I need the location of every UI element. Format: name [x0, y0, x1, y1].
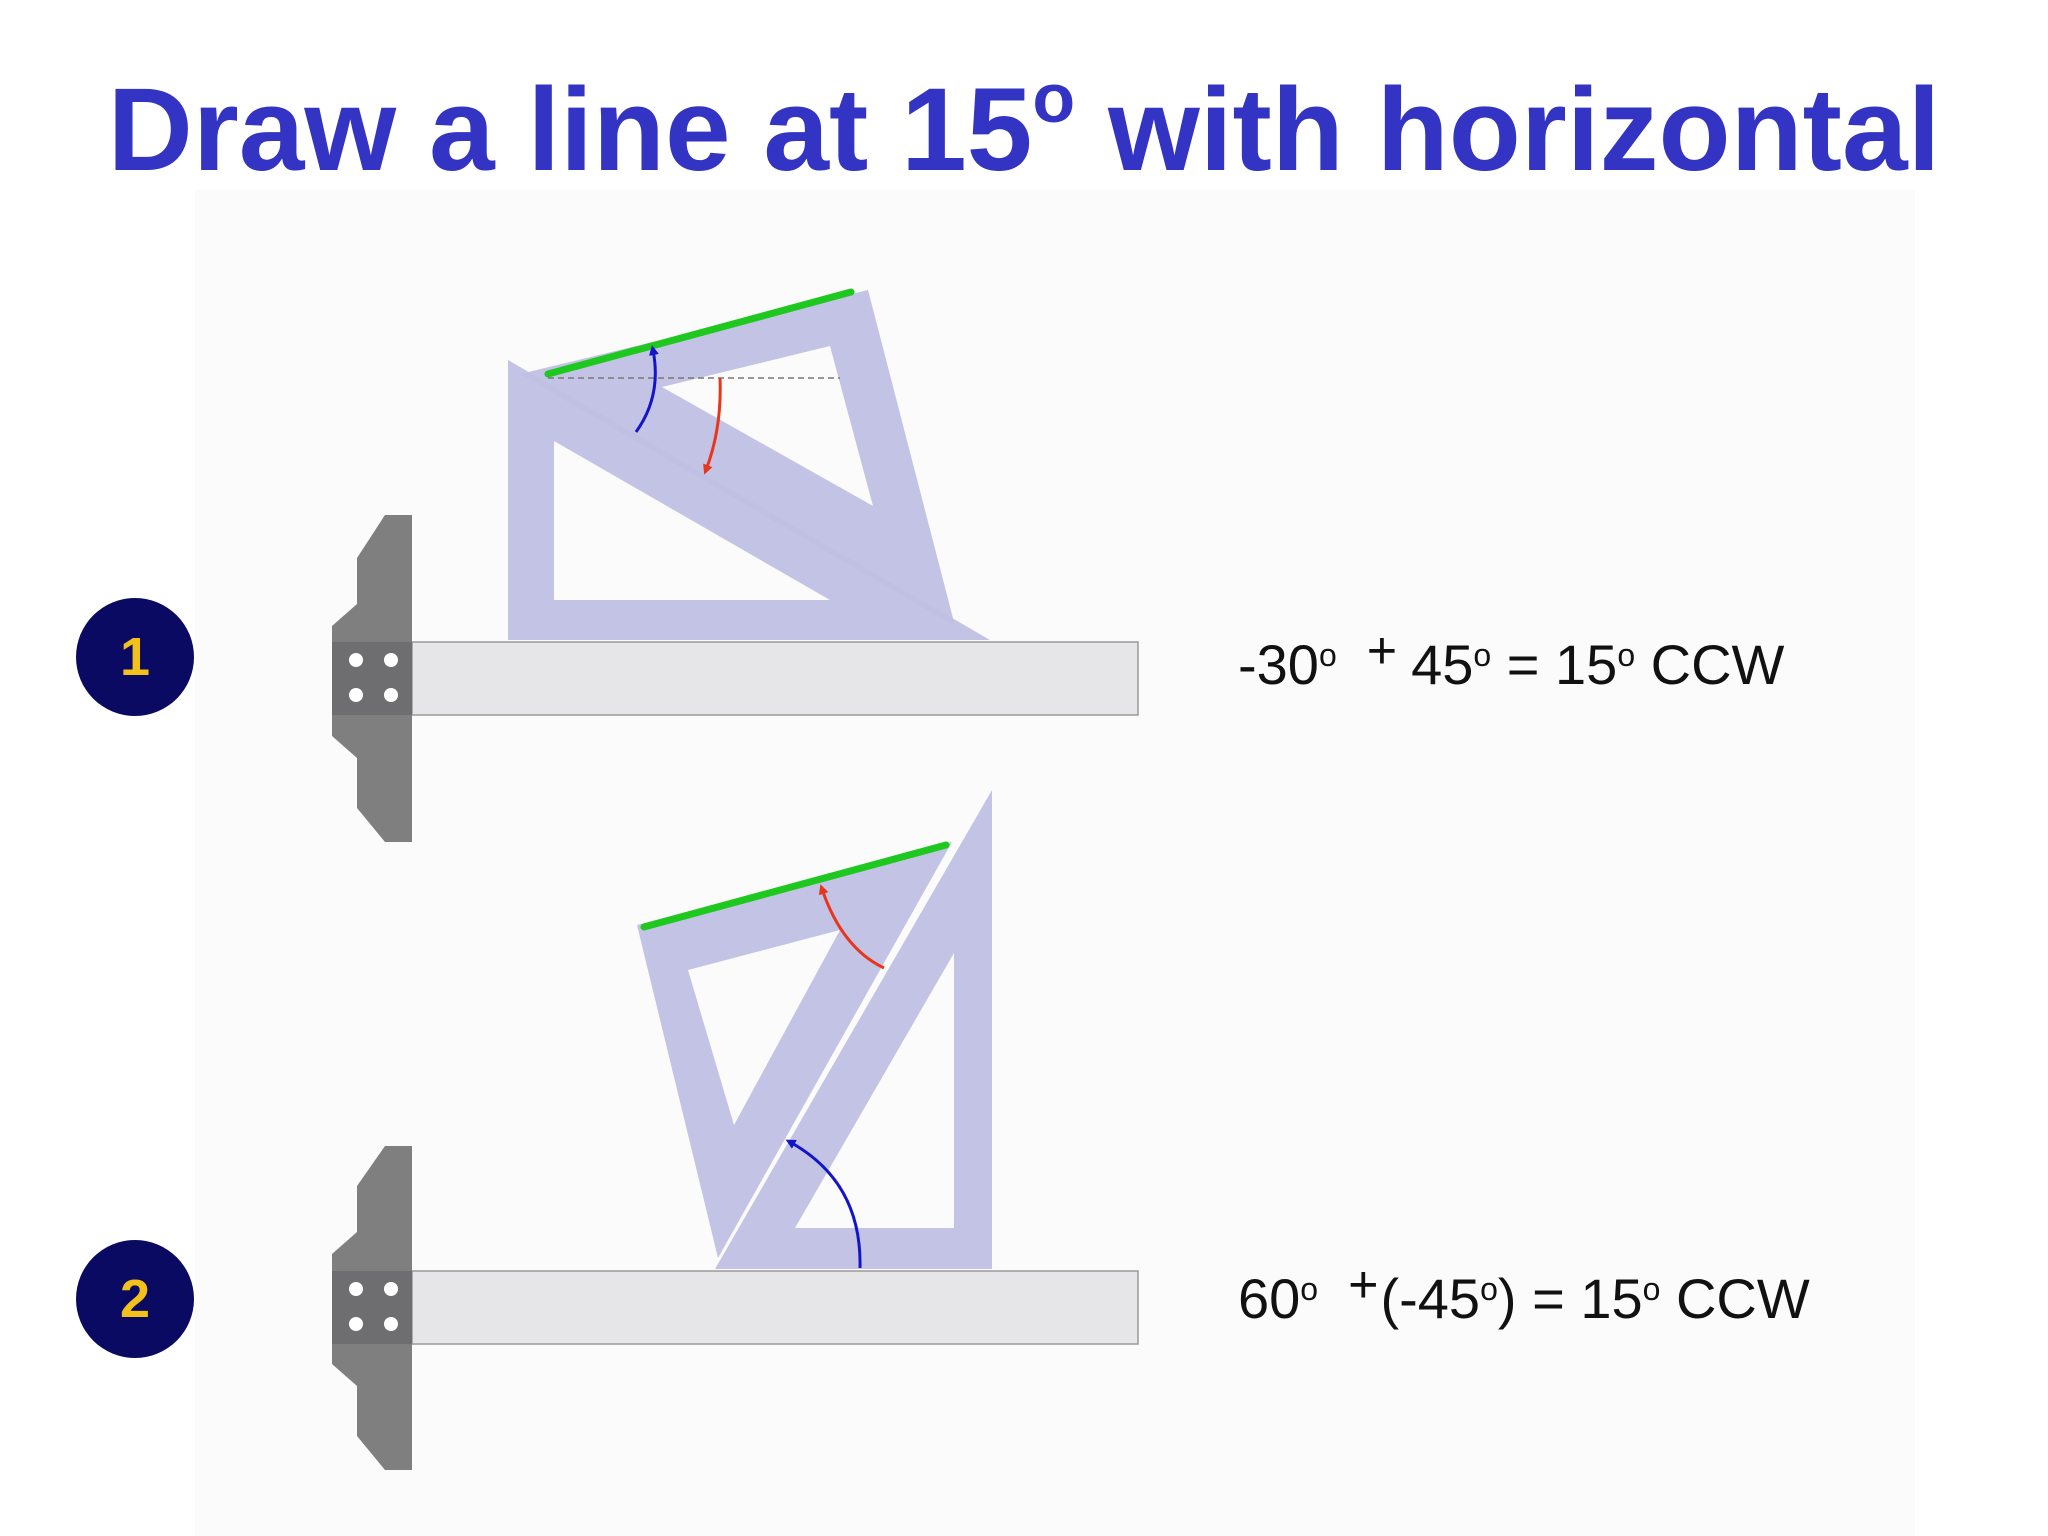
eq2-first-deg: o [1300, 1271, 1319, 1307]
screw-1a [349, 653, 363, 667]
screw-2b [384, 1282, 398, 1296]
eq1-equals: = 15 [1491, 633, 1618, 696]
eq1-direction: CCW [1635, 633, 1785, 696]
eq2-second-close: ) [1497, 1267, 1517, 1330]
step-badge-1: 1 [76, 598, 194, 716]
curved-arrow-blue-2 [785, 1139, 862, 1269]
step-badge-2: 2 [76, 1240, 194, 1358]
eq1-second: 45 [1411, 633, 1474, 696]
t-square-blade-1 [411, 641, 1139, 716]
green-line-2 [640, 841, 950, 931]
eq1-plus: + [1366, 622, 1398, 680]
t-square-blade-2 [411, 1270, 1139, 1345]
eq2-second-deg: o [1480, 1271, 1498, 1307]
set-square-30-60-2 [715, 790, 992, 1269]
equation-2: 60o+(-45o) = 15o CCW [1238, 1256, 1810, 1331]
screw-1c [349, 688, 363, 702]
eq2-equals: = 15 [1516, 1267, 1643, 1330]
eq2-first: 60 [1238, 1267, 1301, 1330]
set-square-45-2 [637, 842, 952, 1258]
screw-2d [384, 1317, 398, 1331]
eq1-result-deg: o [1617, 637, 1636, 673]
screw-2a [349, 1282, 363, 1296]
page-title: Draw a line at 15o with horizontal [0, 60, 2048, 200]
curved-arrow-red-1 [703, 377, 722, 475]
step-2-diagram [332, 790, 1139, 1470]
equation-1: -30o+45o = 15o CCW [1238, 622, 1785, 697]
curved-arrow-red-2 [818, 884, 885, 970]
eq1-first: -30 [1238, 633, 1319, 696]
eq1-second-deg: o [1473, 637, 1492, 673]
eq1-first-deg: o [1318, 637, 1337, 673]
step-1-diagram [332, 288, 1139, 842]
screw-2c [349, 1317, 363, 1331]
title-rest: with horizontal [1107, 64, 1941, 196]
curved-arrow-blue-1 [634, 345, 659, 433]
title-degree-mark: o [1032, 58, 1076, 137]
eq2-result-deg: o [1642, 1271, 1661, 1307]
screw-1d [384, 688, 398, 702]
eq2-direction: CCW [1660, 1267, 1810, 1330]
title-text: Draw a line at 15 [107, 64, 1033, 196]
t-square-head-band-2 [332, 1271, 412, 1344]
t-square-head-band-1 [332, 642, 412, 715]
eq2-second: (-45 [1380, 1267, 1481, 1330]
screw-1b [384, 653, 398, 667]
eq2-plus: + [1348, 1256, 1379, 1314]
green-line-1 [544, 288, 855, 378]
set-square-45-1 [520, 290, 955, 626]
